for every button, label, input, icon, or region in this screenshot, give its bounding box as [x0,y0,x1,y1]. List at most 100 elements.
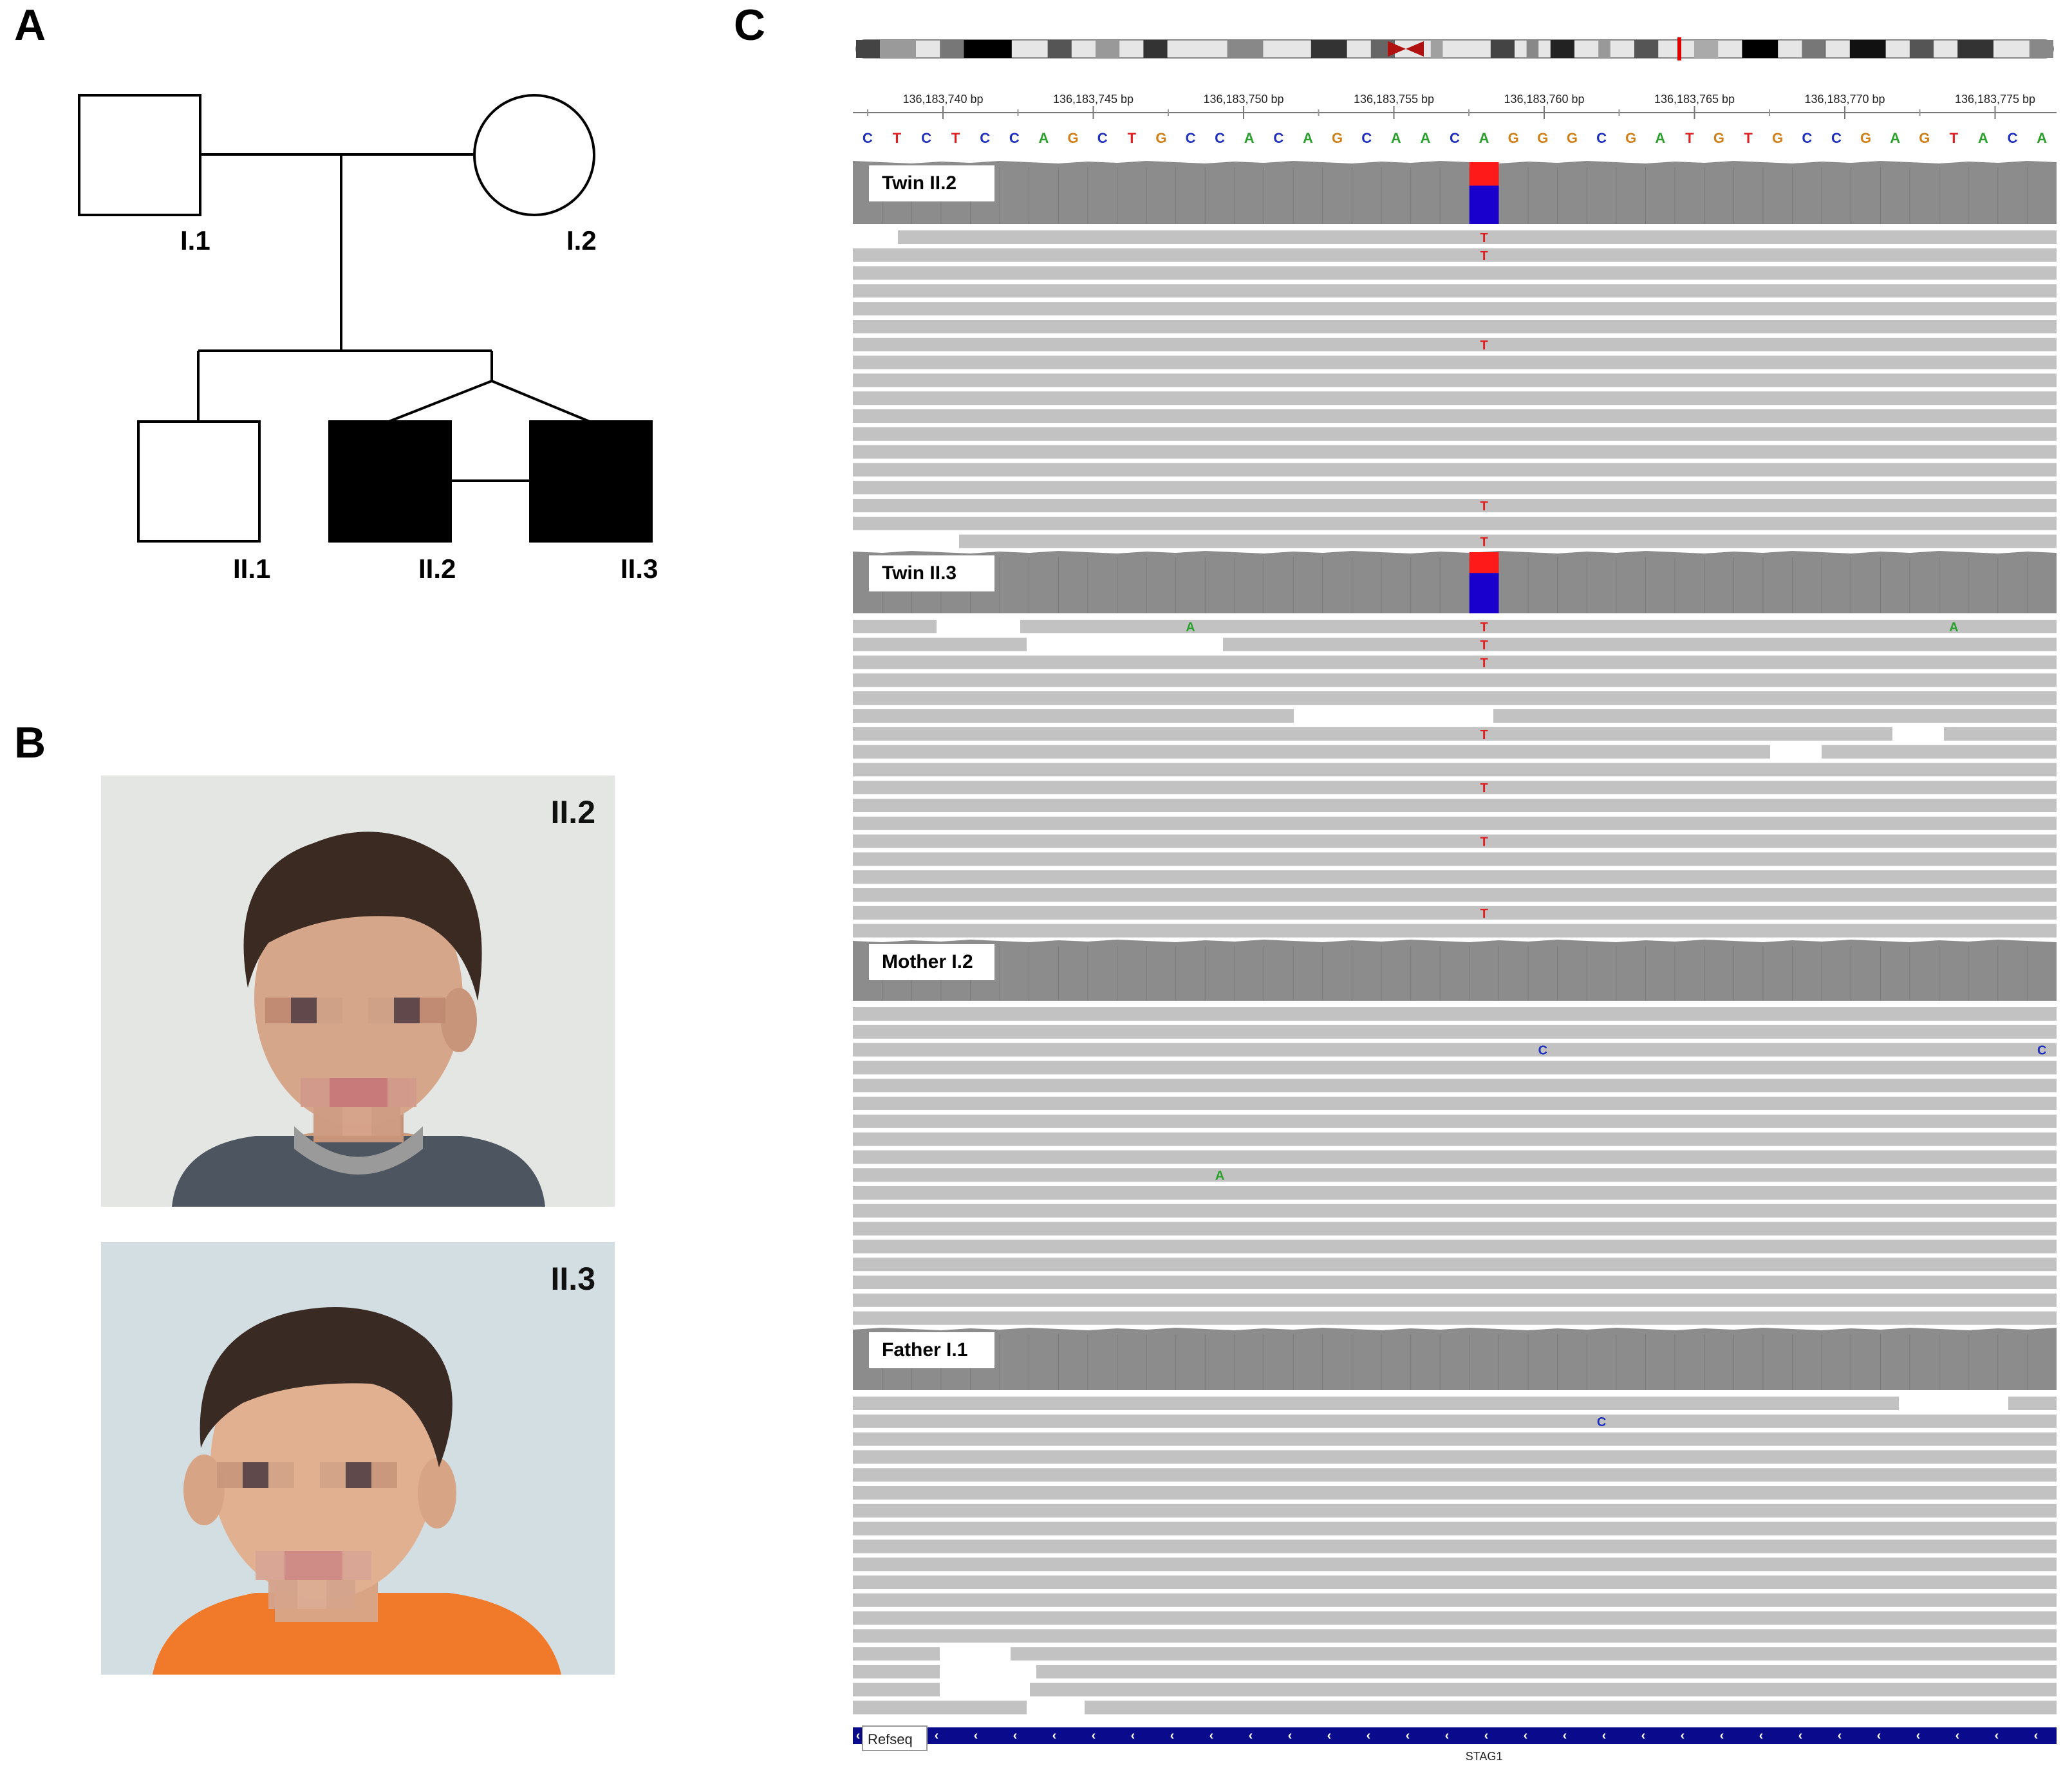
refseq-label-box [862,1725,928,1751]
ideogram-band [1849,40,1886,58]
read-alignment [853,1557,2057,1572]
ideogram-band [1550,40,1574,58]
ideogram-band [1909,40,1934,58]
reference-base: G [1155,130,1166,146]
strand-chevron: ‹ [1170,1729,1175,1743]
ideogram-band [1490,40,1515,58]
strand-chevron: ‹ [1288,1729,1293,1743]
individual-ii3-square [529,420,653,543]
read-alignment [853,1097,2057,1110]
reference-base: A [1420,130,1430,146]
strand-chevron: ‹ [1484,1729,1489,1743]
mismatch-base: T [1480,620,1488,635]
read-strand-arrow [1030,1682,1039,1696]
reference-base: T [1950,130,1959,146]
ideogram-band [1047,40,1072,58]
reference-base: C [1450,130,1460,146]
read-alignment [853,834,2057,848]
chromosome-ideogram [855,37,2054,60]
reference-base: C [1596,130,1607,146]
reference-base: A [1039,130,1049,146]
read-alignment [853,781,2057,795]
strand-chevron: ‹ [1602,1729,1607,1743]
strand-chevron: ‹ [1367,1729,1371,1743]
mismatch-base: T [1480,835,1488,850]
reference-base: C [1186,130,1196,146]
reference-base: C [2008,130,2018,146]
ruler-tick-label: 136,183,745 bp [1053,93,1134,106]
label-ii1: II.1 [233,553,270,584]
read-alignment [853,481,2057,495]
read-alignment [853,1575,2057,1589]
read-strand-arrow [1018,637,1027,651]
refseq-label: Refseq [868,1731,913,1747]
reference-base: G [1567,130,1578,146]
reference-base: C [1273,130,1283,146]
strand-chevron: ‹ [1131,1729,1135,1743]
individual-ii1-square [137,420,261,543]
reference-base: A [1890,130,1900,146]
read-alignment [853,284,2057,298]
read-alignment [853,1503,2057,1518]
read-alignment [853,620,2057,633]
track-label: Twin II.3 [882,562,957,584]
ideogram-band [940,40,964,58]
reference-base: T [893,130,902,146]
read-alignment [853,248,2057,262]
read-alignment [853,1061,2057,1075]
reference-base: C [1215,130,1225,146]
reference-base: A [1978,130,1988,146]
read-alignment [853,302,2057,316]
reference-base: G [1713,130,1724,146]
read-alignment [853,355,2057,369]
read-gap [1294,709,1493,723]
strand-chevron: ‹ [1877,1729,1881,1743]
read-alignment [853,763,2057,777]
read-alignment [853,1432,2057,1446]
ruler-tick-label: 136,183,770 bp [1804,93,1885,106]
gene-bar [853,1727,2057,1744]
strand-chevron: ‹ [1681,1729,1685,1743]
strand-chevron: ‹ [1720,1729,1724,1743]
ideogram-band [1526,40,1539,58]
track-label-box [869,944,994,980]
strand-chevron: ‹ [1995,1729,1999,1743]
read-strand-arrow [1761,745,1770,759]
strand-chevron: ‹ [1524,1729,1528,1743]
strand-chevron: ‹ [1013,1729,1018,1743]
panel-c-label: C [734,1,766,50]
alignment-track: Father I.1C [853,1328,2057,1715]
photo-ii3: II.3 [101,1242,615,1675]
ideogram-band [1096,40,1120,58]
reference-base: A [1391,130,1401,146]
photo-ii3-label: II.3 [550,1261,595,1297]
read-alignment [853,1150,2057,1164]
read-alignment [853,1311,2057,1325]
mismatch-base: A [1186,620,1195,635]
read-alignment [853,427,2057,441]
read-alignment [853,870,2057,884]
reference-base: A [1655,130,1665,146]
read-alignment [853,1168,2057,1182]
strand-chevron: ‹ [1209,1729,1214,1743]
mismatch-base: T [1480,499,1488,514]
mismatch-base: C [2037,1044,2046,1058]
read-strand-arrow [1285,709,1294,723]
current-position-marker [1677,37,1681,60]
read-alignment [853,888,2057,902]
ruler-tick-label: 136,183,740 bp [902,93,983,106]
ruler-tick-label: 136,183,765 bp [1654,93,1735,106]
read-alignment [853,534,2057,548]
coverage-histogram [853,1328,2057,1390]
mismatch-base: T [1480,249,1488,263]
strand-chevron: ‹ [1798,1729,1803,1743]
individual-i2-circle [473,94,595,216]
read-strand-arrow [1011,1647,1020,1661]
read-alignment [853,1647,2057,1661]
strand-chevron: ‹ [1838,1729,1842,1743]
variant-coverage-ref [1469,185,1499,224]
reference-base: G [1860,130,1871,146]
mismatch-base: C [1538,1044,1547,1058]
